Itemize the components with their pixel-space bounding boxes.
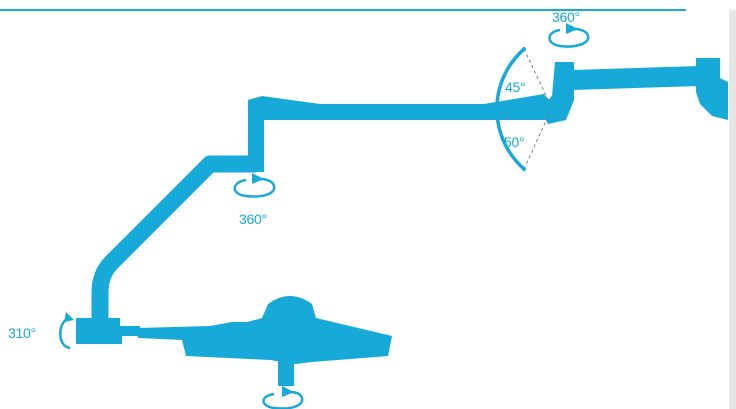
rotate-arrow-icon: [233, 173, 276, 198]
tilt-limit-lower: [523, 111, 551, 170]
arm-structure: [76, 58, 728, 386]
lamp-handle-stem: [278, 360, 294, 386]
rotate-arrow-icon: [548, 23, 590, 48]
rotation-label-top: 360°: [552, 9, 580, 25]
tilt-arc: [495, 47, 526, 171]
tilt-limit-upper: [523, 48, 551, 105]
base-joint: [76, 318, 140, 344]
tilt-indicator: [495, 47, 551, 171]
rotation-label-base: 310°: [8, 325, 36, 341]
spring-arm: [248, 94, 552, 128]
upper-horizontal-arm: [572, 66, 700, 90]
rotation-label-elbow: 360°: [239, 211, 267, 227]
rotate-arrow-icon: [262, 386, 304, 409]
tilt-label-lower: 50°: [504, 134, 524, 150]
rotate-arrow-icon: [59, 312, 74, 350]
tilt-dot-lower: [522, 167, 526, 171]
ceiling-mount: [696, 58, 728, 120]
top-rule: [0, 9, 686, 11]
lamp-head: [182, 296, 392, 364]
lower-arm: [91, 155, 256, 318]
tilt-label-upper: 45°: [505, 79, 525, 95]
elbow-drop: [248, 100, 264, 172]
tilt-dot-upper: [522, 47, 526, 51]
right-edge-strip: [729, 10, 736, 409]
